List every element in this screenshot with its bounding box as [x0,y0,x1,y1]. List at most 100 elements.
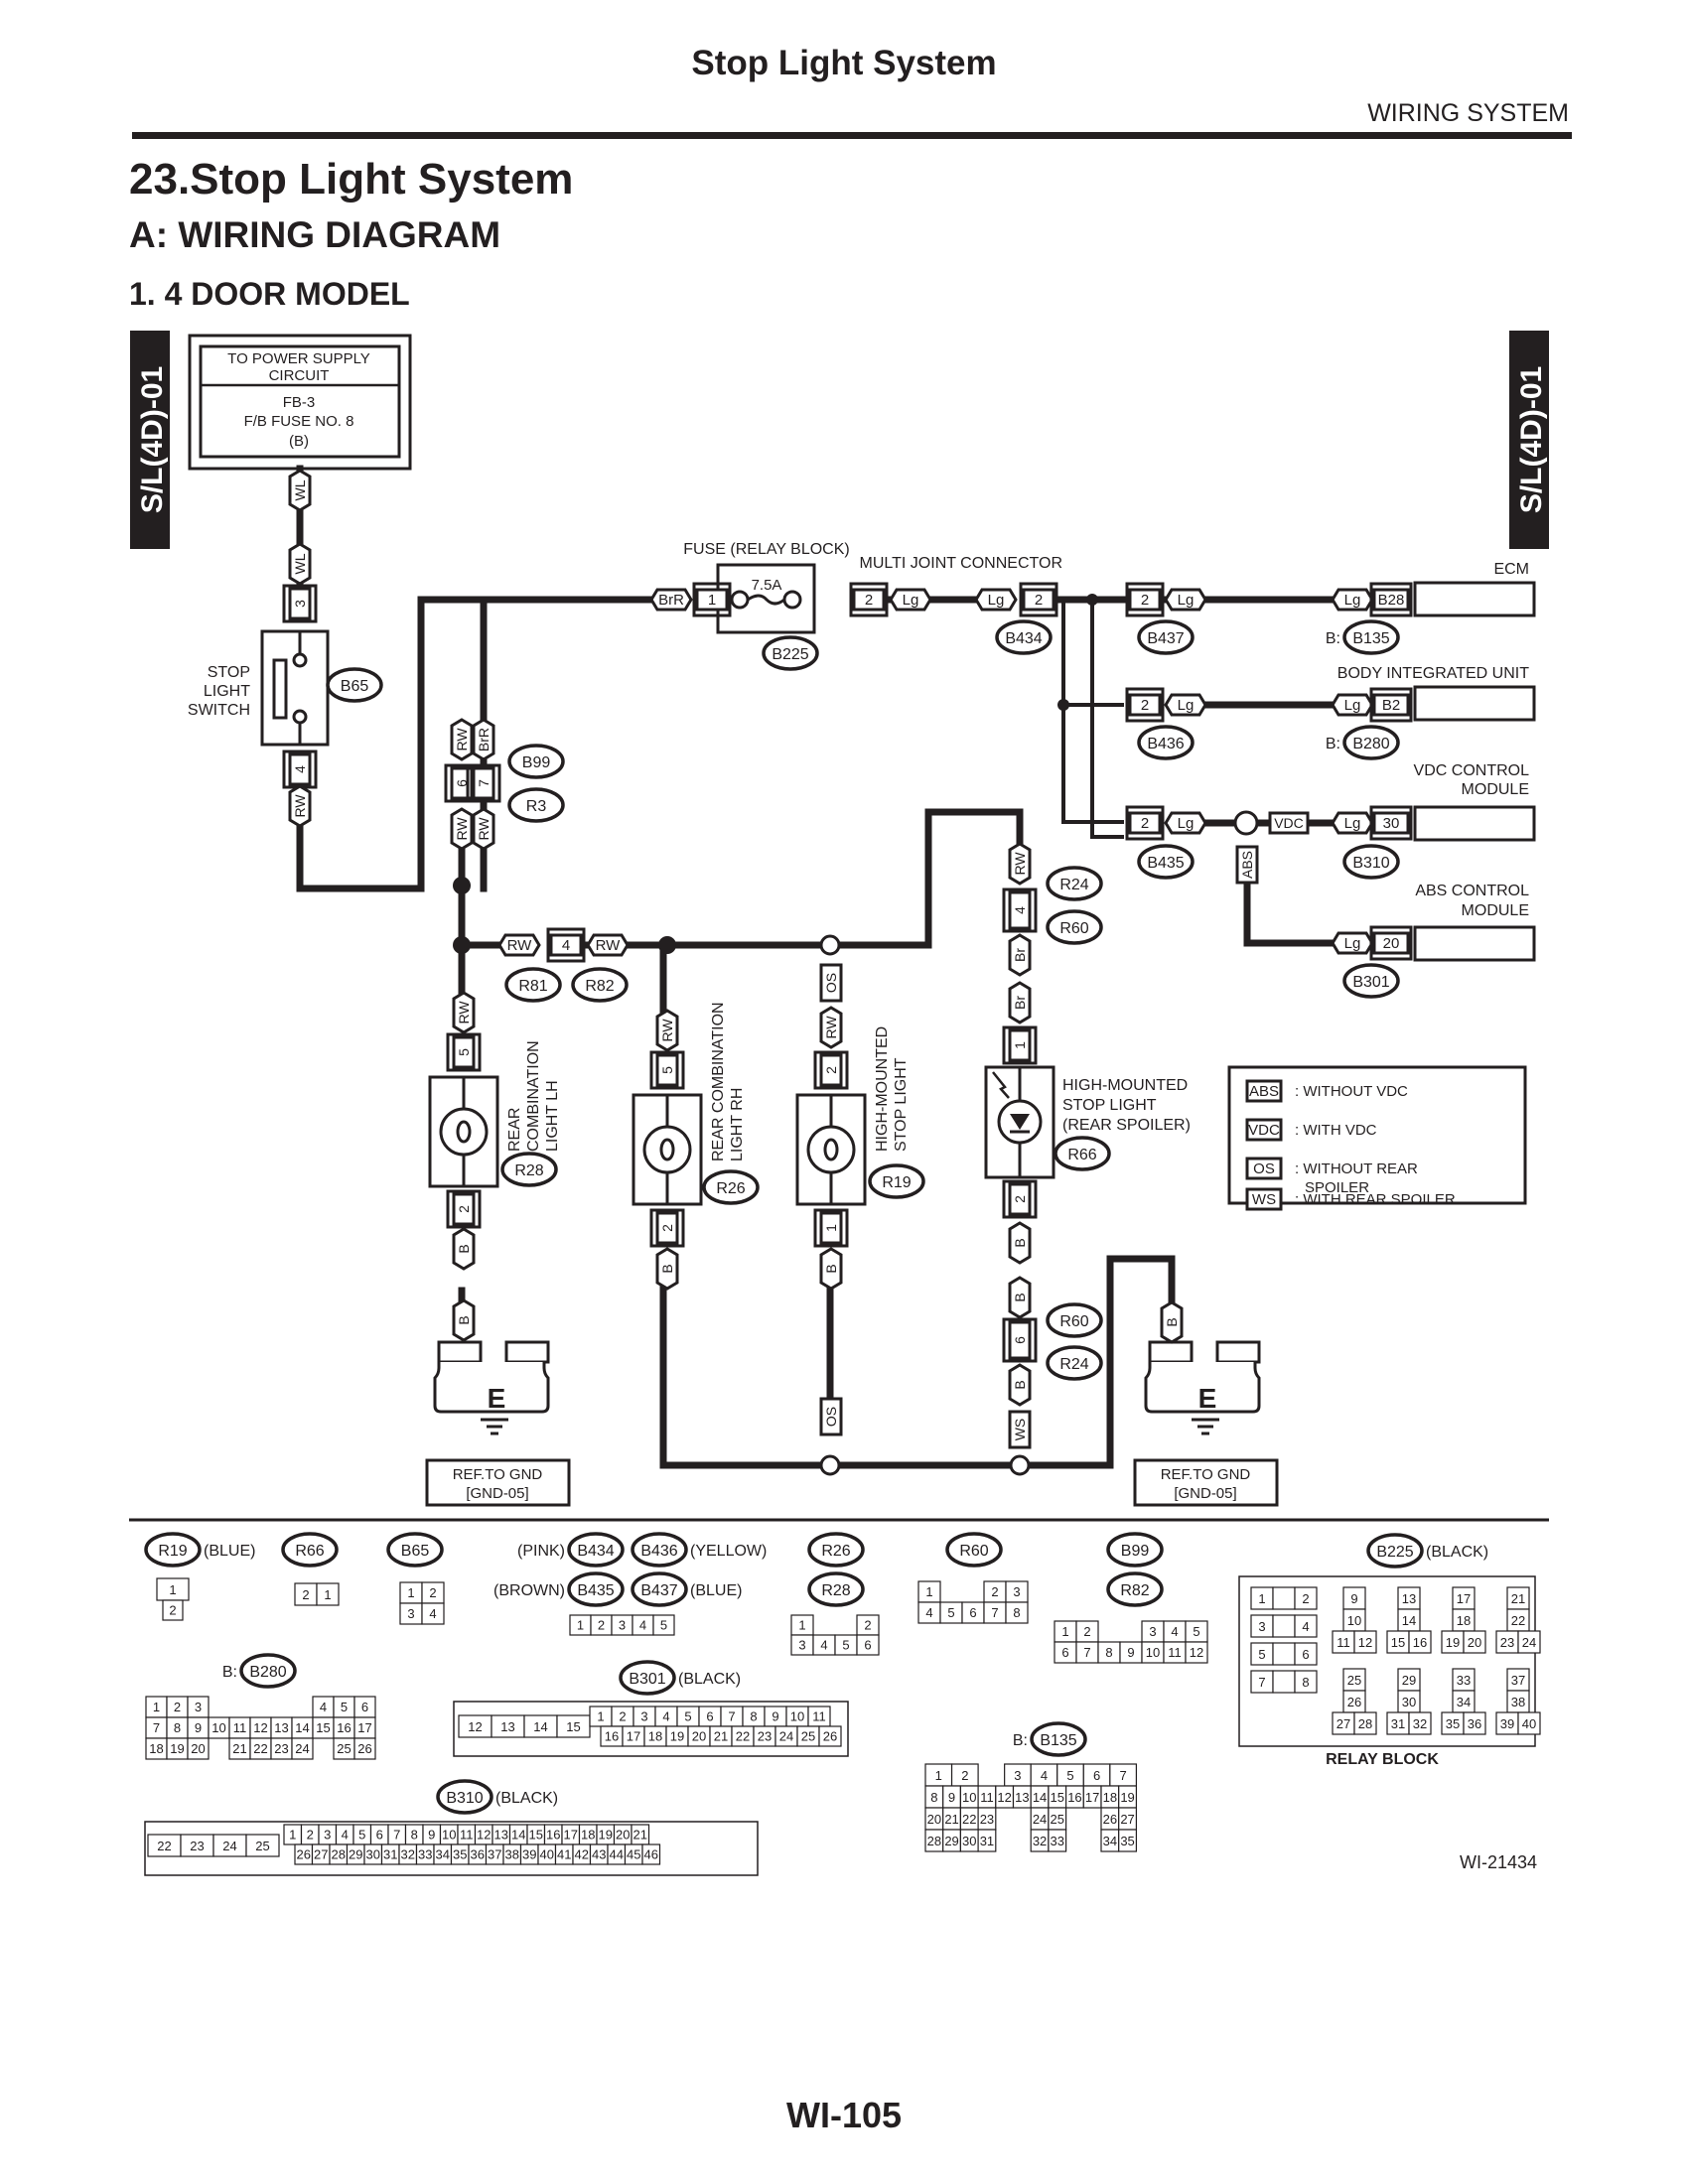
rear-combination-light-lh[interactable]: REAR COMBINATION LIGHT LH [428,1040,561,1188]
pin-number: 8 [1302,1675,1309,1690]
relay-socket: 910 [1342,1586,1366,1632]
face-label-b435[interactable]: B435 [567,1571,625,1607]
connector-pin: 2 [1002,1179,1038,1219]
pin-number: 13 [1402,1591,1416,1606]
face-label-b436[interactable]: B436 [631,1532,688,1568]
connector-r19[interactable]: R19 [868,1163,925,1199]
pin-number: 5 [456,1048,472,1056]
connector-b435[interactable]: B435 [1137,844,1195,880]
connector-b99[interactable]: B99 [507,744,565,779]
connector-r81[interactable]: R81 [504,967,562,1003]
pin-number: 27 [314,1846,328,1861]
face-label-r26[interactable]: R26 [807,1532,865,1568]
fuse-relay-block[interactable]: FUSE (RELAY BLOCK) 7.5A [683,541,850,634]
side-tab-left[interactable]: S/L(4D)-01 [130,331,170,549]
connector-b225[interactable]: B225 [762,635,819,671]
face-label-b434[interactable]: B434 [567,1532,625,1568]
face-label-b310[interactable]: B310 [436,1779,493,1815]
power-supply-line5: (B) [289,433,309,450]
stop-light-switch[interactable]: STOP LIGHT SWITCH [188,629,330,747]
connector-r24-bottom[interactable]: R24 [1046,1345,1103,1381]
wire-color-label: RW [659,1019,675,1042]
face-label-r82[interactable]: R82 [1106,1571,1164,1607]
connector-r28[interactable]: R28 [500,1152,558,1187]
vdc-box[interactable] [1413,805,1536,842]
pin-number: 22 [1511,1613,1525,1628]
face-label-r19[interactable]: R19 [144,1532,202,1568]
pin-number: 11 [233,1720,247,1735]
abs-box[interactable] [1413,925,1536,962]
wire-color-tag: RW [450,718,474,761]
connector-id: B225 [772,646,808,663]
module-boxes [1413,581,1536,962]
pin-number: 15 [566,1719,580,1734]
connector-b437[interactable]: B437 [1137,619,1195,655]
connector-b434[interactable]: B434 [995,619,1053,655]
connector-b310[interactable]: B310 [1342,844,1400,880]
high-mounted-stop-light[interactable]: HIGH-MOUNTED STOP LIGHT [795,1026,910,1206]
face-label-b301[interactable]: B301 [619,1660,676,1696]
connector-color: (PINK) [517,1543,565,1560]
wire-color-label: Lg [1178,592,1195,609]
pin-number: 8 [1013,1605,1020,1620]
pin-number: 3 [640,1708,647,1723]
connector-r82[interactable]: R82 [571,967,629,1003]
ecm-box[interactable] [1413,581,1536,617]
pin-number: 4 [342,1827,349,1842]
ground-left[interactable]: E REF.TO GND [GND-05] [425,1335,571,1507]
pin-number: 20 [1468,1635,1481,1650]
connector-r3[interactable]: R3 [507,787,565,823]
rear-combination-light-rh[interactable]: REAR COMBINATION LIGHT RH [632,1002,746,1206]
section-label: WIRING SYSTEM [1367,99,1569,127]
connector-pin: 30 [1369,805,1413,841]
side-tab-right[interactable]: S/L(4D)-01 [1509,331,1549,549]
face-label-b225[interactable]: B225 [1366,1533,1424,1569]
ground-right[interactable]: E REF.TO GND [GND-05] [1133,1340,1279,1507]
connector-b436[interactable]: B436 [1137,725,1195,760]
high-mounted-stop-light-spoiler[interactable]: HIGH-MOUNTED STOP LIGHT (REAR SPOILER) [984,1065,1191,1179]
pin-number: 24 [1522,1635,1536,1650]
face-label-r60[interactable]: R60 [945,1532,1003,1568]
pin-number: 2 [1012,1195,1028,1203]
face-label-b99[interactable]: B99 [1106,1532,1164,1568]
connector-r66[interactable]: R66 [1054,1136,1111,1171]
pin-number: 29 [944,1834,958,1848]
face-label-r28[interactable]: R28 [807,1571,865,1607]
legend-tag: ABS [1249,1083,1279,1100]
pin-number: 2 [1083,1624,1090,1639]
biu-box[interactable] [1413,685,1536,722]
connector-r24-top[interactable]: R24 [1046,866,1103,901]
face-label-r66[interactable]: R66 [281,1532,339,1568]
pin-number: 1 [324,1587,331,1602]
connector-b65[interactable]: B65 [326,667,383,703]
pin-number: 19 [599,1827,613,1842]
pin-number: 12 [997,1790,1011,1805]
pin-number: 2 [307,1827,314,1842]
connector-b301[interactable]: B301 [1342,963,1400,999]
pin-number: 1 [708,592,716,609]
wire-color-tag: Lg [1331,588,1374,612]
wire-color-label: RW [507,937,533,954]
pin-number: 36 [1468,1716,1481,1731]
switch-label-1: STOP [208,664,250,681]
pin-number: 27 [1336,1716,1350,1731]
connector-r60-bottom[interactable]: R60 [1046,1302,1103,1338]
pin-number: 7 [1258,1675,1265,1690]
face-label-b65[interactable]: B65 [386,1532,444,1568]
pin-number: 20 [1383,935,1400,952]
connector-r26[interactable]: R26 [702,1169,760,1205]
pin-number: 4 [1302,1619,1309,1634]
wire-color-label: RW [454,728,470,751]
connector-r60-top[interactable]: R60 [1046,909,1103,945]
face-label-b437[interactable]: B437 [631,1571,688,1607]
pin-number: 3 [619,1617,626,1632]
pin-number: 16 [546,1827,560,1842]
